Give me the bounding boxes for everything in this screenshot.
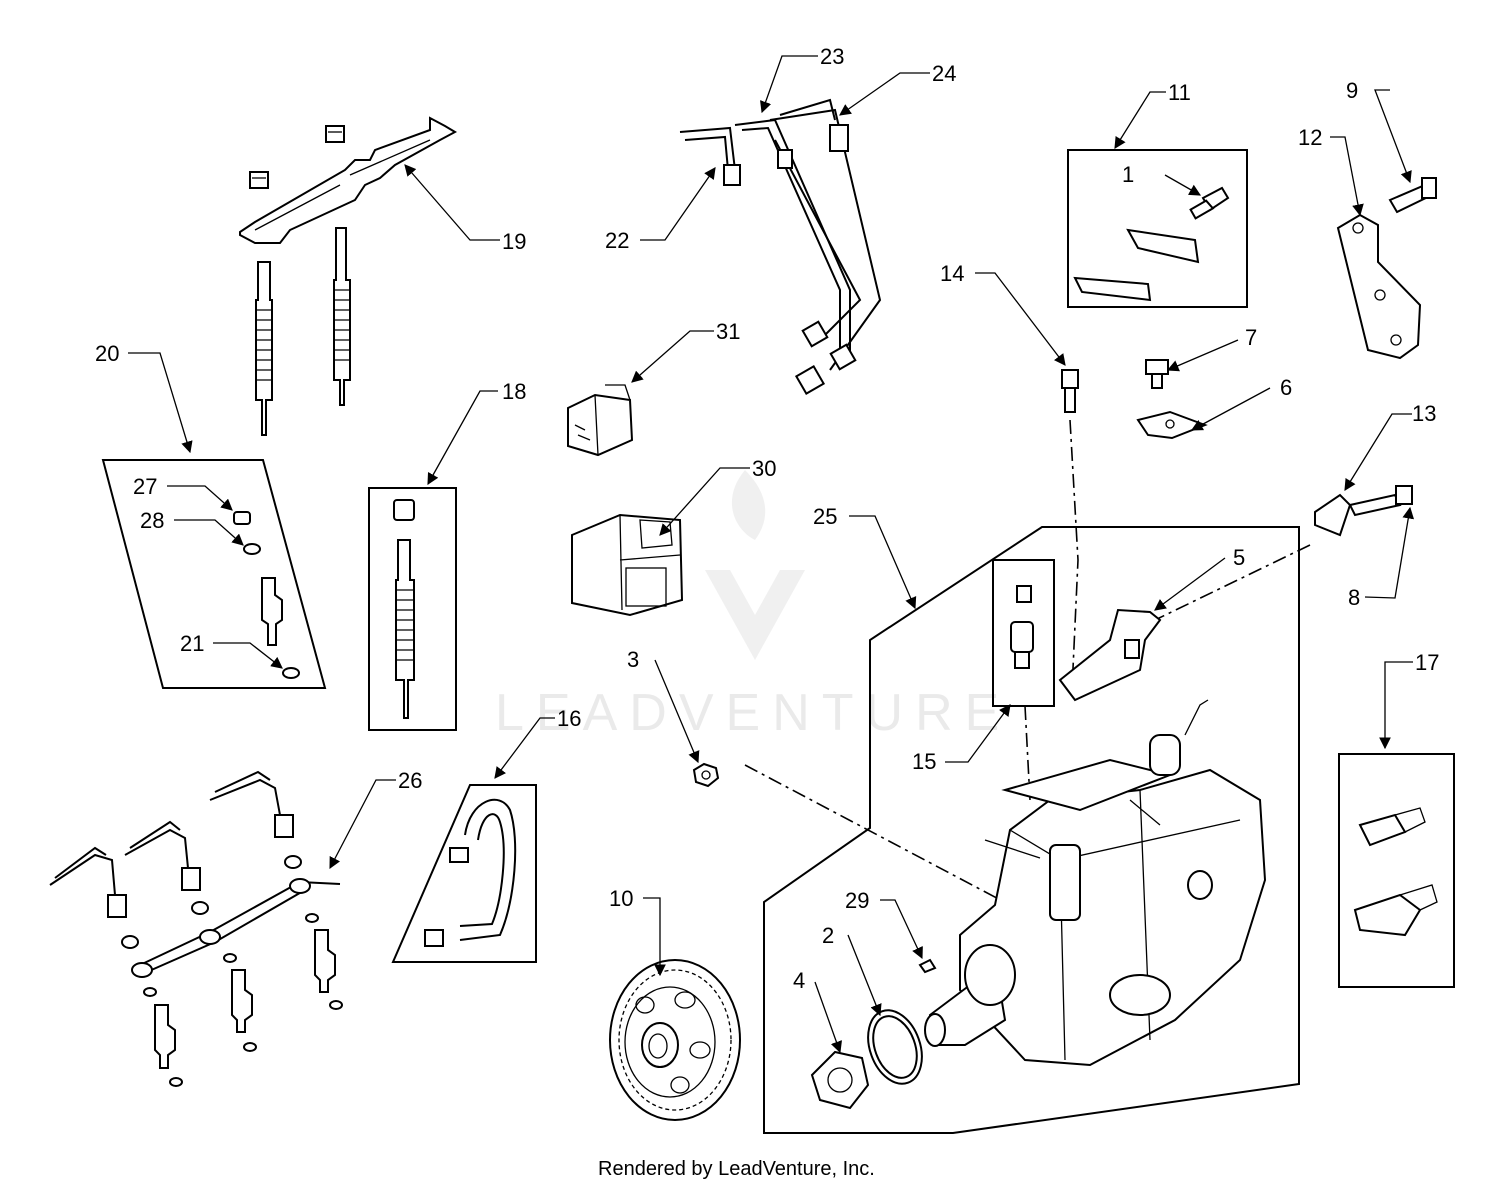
part-3-nut [692,762,1011,906]
part-10-gear [609,959,741,1121]
callout-14: 14 [940,261,964,286]
callout-17: 17 [1415,650,1439,675]
callout-26: 26 [398,768,422,793]
part-17-connectors [1353,807,1438,937]
part-22-24-fuel-lines [679,98,882,396]
callout-24: 24 [932,61,956,86]
part-31-relay [567,384,634,457]
watermark-text: LEADVENTURE [495,684,1011,742]
part-7-screw [1145,359,1169,389]
callout-18: 18 [502,379,526,404]
callout-8: 8 [1348,585,1360,610]
part-26-harness [49,770,343,1087]
kit-box-11 [1067,149,1248,308]
callout-9: 9 [1346,78,1358,103]
callout-21: 21 [180,631,204,656]
part-25-injection-pump [924,699,1267,1067]
part-12-bracket [1336,177,1437,360]
kit-box-17 [1338,753,1455,988]
callout-16: 16 [557,706,581,731]
part-16-hose-kit [424,798,517,947]
callout-19: 19 [502,229,526,254]
footer-credit: Rendered by LeadVenture, Inc. [598,1158,875,1180]
callout-leaders [128,55,1415,1054]
callout-labels: 1 2 3 4 5 6 7 8 9 10 11 12 13 14 15 16 1… [95,44,1439,993]
part-19-plate [239,116,458,436]
part-30-relay-block [571,513,684,617]
callout-20: 20 [95,341,119,366]
watermark: LEADVENTURE [495,470,1011,742]
callout-11: 11 [1168,80,1191,105]
callout-5: 5 [1233,545,1245,570]
callout-10: 10 [609,886,633,911]
callout-7: 7 [1245,325,1257,350]
callout-23: 23 [820,44,844,69]
callout-2: 2 [822,923,834,948]
watermark-logo-icon [705,570,805,660]
part-20-kit [233,511,300,679]
callout-28: 28 [140,508,164,533]
callout-3: 3 [627,647,639,672]
callout-29: 29 [845,888,869,913]
kit-box-18 [368,487,457,731]
callout-1: 1 [1122,162,1134,187]
kit-box-15 [992,559,1055,707]
callout-25: 25 [813,504,837,529]
kit-box-20 [101,459,327,689]
callout-15: 15 [912,749,936,774]
callout-12: 12 [1298,125,1322,150]
kit-box-16 [391,784,537,963]
part-4-nut [810,1050,870,1110]
callout-22: 22 [605,228,629,253]
part-15-fitting [1010,585,1034,801]
part-11-kit [1073,186,1230,302]
part-6-bracket [1136,410,1208,440]
callout-27: 27 [133,474,157,499]
part-14-bolt [1061,369,1079,691]
callout-30: 30 [752,456,776,481]
part-18-kit [393,499,415,719]
callout-4: 4 [793,968,805,993]
callout-31: 31 [716,319,740,344]
callout-13: 13 [1412,401,1436,426]
callout-6: 6 [1280,375,1292,400]
part-2-o-ring [867,1009,923,1085]
assembly-box-25 [763,526,1300,1134]
part-5-bracket [1058,608,1162,702]
part-29-key [918,958,937,974]
part-13-sensor [1154,485,1413,621]
